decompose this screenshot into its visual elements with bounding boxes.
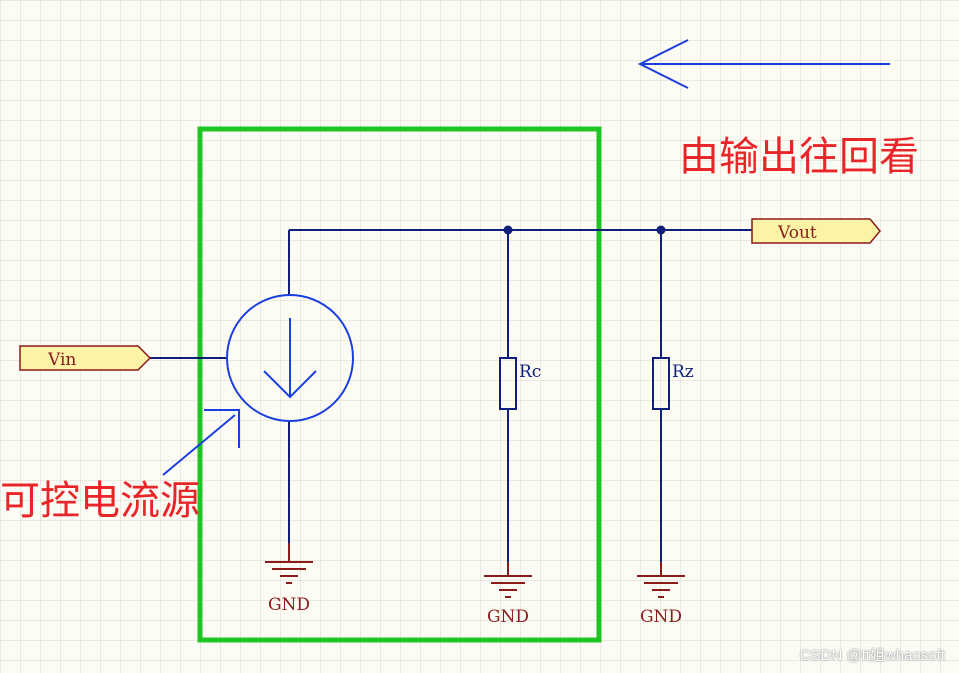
ground-label: GND bbox=[487, 607, 529, 627]
vout-port: Vout bbox=[751, 218, 881, 244]
highlight-box bbox=[197, 126, 602, 643]
current-source-annotation: 可控电流源 bbox=[0, 478, 200, 524]
vin-port-label: Vin bbox=[47, 350, 76, 370]
resistor-rz-label: Rz bbox=[672, 362, 694, 382]
resistor-rc-label: Rc bbox=[519, 362, 541, 382]
ground-icon bbox=[637, 562, 685, 598]
watermark: CSDN @tt姐whaosoft bbox=[799, 647, 945, 664]
current-source-icon bbox=[226, 294, 354, 422]
resistor-rc bbox=[499, 357, 517, 410]
ground-label: GND bbox=[268, 595, 310, 615]
ground-icon bbox=[484, 562, 532, 598]
direction-arrow-icon bbox=[637, 39, 890, 89]
ground-icon bbox=[265, 543, 313, 584]
junction-dot bbox=[503, 225, 513, 235]
vin-port: Vin bbox=[19, 345, 152, 371]
ground-label: GND bbox=[640, 607, 682, 627]
circuit-wires bbox=[146, 229, 752, 562]
junction-dot bbox=[656, 225, 666, 235]
pointer-arrow-icon bbox=[162, 409, 240, 476]
vout-port-label: Vout bbox=[777, 223, 817, 243]
look-back-annotation: 由输出往回看 bbox=[679, 134, 919, 180]
resistor-rz bbox=[652, 357, 670, 410]
